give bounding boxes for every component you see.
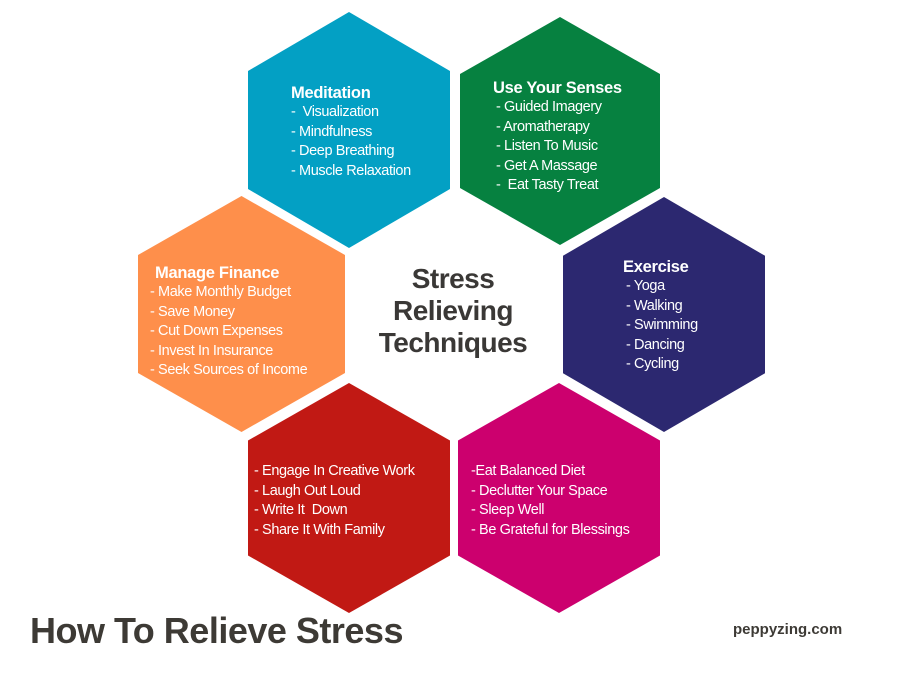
brand-label: peppyzing.com xyxy=(733,621,843,638)
hexagon-title: Use Your Senses xyxy=(493,79,622,97)
list-item: - Seek Sources of Income xyxy=(150,362,308,378)
senses-text: Use Your Senses - Guided Imagery - Aroma… xyxy=(493,78,622,196)
list-item: - Walking xyxy=(626,297,683,314)
list-item: - Cut Down Expenses xyxy=(150,323,283,339)
list-item: -Eat Balanced Diet xyxy=(471,463,585,479)
list-item: - Sleep Well xyxy=(471,502,545,518)
hexagon-exercise xyxy=(563,197,765,432)
list-item: - Mindfulness xyxy=(291,123,373,140)
list-item: - Write It Down xyxy=(254,502,348,518)
list-item: - Engage In Creative Work xyxy=(254,463,415,479)
hexagon-title: Meditation xyxy=(291,84,371,102)
list-item: - Save Money xyxy=(150,303,235,320)
list-item: - Cycling xyxy=(626,356,679,372)
list-item: - Laugh Out Loud xyxy=(254,482,361,499)
center-title-line: Relieving xyxy=(393,295,513,326)
list-item: - Dancing xyxy=(626,336,685,353)
list-item: - Listen To Music xyxy=(496,138,598,154)
list-item: - Declutter Your Space xyxy=(471,482,608,499)
hexagon-title: Exercise xyxy=(623,258,689,276)
list-item: - Get A Massage xyxy=(496,157,598,174)
creative-text: - Engage In Creative Work - Laugh Out Lo… xyxy=(254,462,415,540)
lifestyle-text: -Eat Balanced Diet - Declutter Your Spac… xyxy=(471,462,630,540)
center-title: Stress Relieving Techniques xyxy=(340,263,566,359)
list-item: - Visualization xyxy=(291,104,379,120)
list-item: - Guided Imagery xyxy=(496,99,602,115)
hexagon-title: Manage Finance xyxy=(155,264,280,282)
meditation-text: Meditation - Visualization - Mindfulness… xyxy=(291,83,411,181)
page-title: How To Relieve Stress xyxy=(30,610,403,651)
list-item: - Deep Breathing xyxy=(291,143,395,159)
list-item: - Be Grateful for Blessings xyxy=(471,521,630,538)
list-item: - Muscle Relaxation xyxy=(291,162,411,179)
list-item: - Swimming xyxy=(626,317,698,333)
list-item: - Make Monthly Budget xyxy=(150,284,291,300)
list-item: - Invest In Insurance xyxy=(150,342,273,359)
center-title-line: Stress xyxy=(411,263,495,294)
list-item: - Eat Tasty Treat xyxy=(496,177,599,193)
exercise-text: Exercise - Yoga - Walking - Swimming - D… xyxy=(623,257,698,375)
list-item: - Yoga xyxy=(626,278,665,294)
list-item: - Aromatherapy xyxy=(496,118,590,135)
list-item: - Share It With Family xyxy=(254,521,385,538)
center-title-line: Techniques xyxy=(378,327,528,358)
finance-text: Manage Finance - Make Monthly Budget - S… xyxy=(150,263,308,381)
